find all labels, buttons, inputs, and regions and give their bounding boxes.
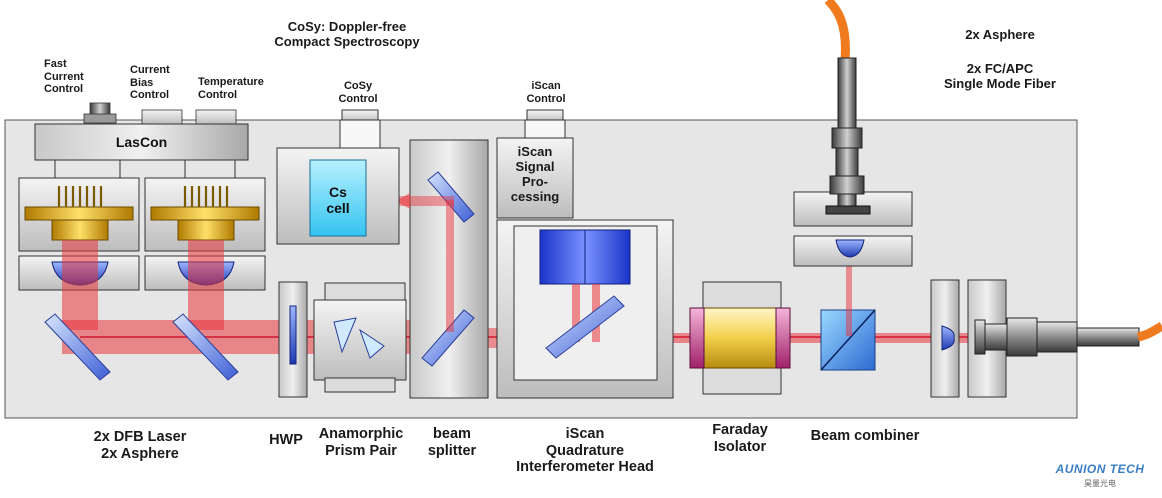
lascon-box — [34, 123, 249, 161]
cosy-control-label: CoSy Control — [338, 80, 378, 105]
cosy-box — [276, 147, 400, 245]
lascon-label: LasCon — [115, 134, 168, 150]
cosy-title: CoSy: Doppler-free Compact Spectroscopy — [274, 19, 420, 49]
beam-splitter-label: beam splitter — [427, 426, 477, 459]
steering-mirror-1 — [44, 313, 111, 381]
dfb-laser-1 — [18, 177, 140, 252]
prism-pair-label: Anamorphic Prism Pair — [318, 426, 404, 459]
iscan-head — [496, 219, 674, 399]
hwp-mount — [278, 281, 308, 398]
upper-fc-apc-connector — [825, 57, 871, 215]
fast-current-connector — [83, 102, 117, 124]
upper-fiber — [824, 0, 850, 61]
iscan-control-connector — [524, 109, 566, 139]
fast-current-label: Fast Current Control — [44, 58, 84, 96]
right-fc-apc-connector — [974, 317, 1140, 357]
brand-logo: AUNION TECH — [1055, 462, 1145, 476]
current-bias-label: Current Bias Control — [130, 64, 170, 102]
cs-cell-label: Cs cell — [326, 184, 350, 217]
prism-pair-mount — [313, 282, 407, 393]
right-fiber — [1136, 322, 1162, 342]
faraday-isolator — [689, 281, 791, 395]
faraday-label: Faraday Isolator — [712, 422, 768, 455]
temperature-connector — [195, 109, 237, 125]
beam-splitter-mount — [409, 139, 489, 399]
cosy-control-connector — [339, 109, 381, 151]
fiber-top-label: 2x FC/APC Single Mode Fiber — [944, 61, 1056, 91]
iscan-signal-label: iScan Signal Pro- cessing — [510, 144, 560, 204]
hwp-label: HWP — [269, 432, 303, 448]
iscan-head-label: iScan Quadrature Interferometer Head — [516, 426, 654, 476]
steering-mirror-2 — [172, 313, 239, 381]
dfb-laser-label: 2x DFB Laser 2x Asphere — [93, 429, 187, 462]
brand-subtitle: 昊量光电 — [1084, 479, 1116, 488]
current-bias-connector — [141, 109, 183, 125]
iscan-control-label: iScan Control — [526, 80, 566, 105]
upper-asphere-mount — [793, 235, 913, 267]
asphere-top-label: 2x Asphere — [965, 27, 1035, 42]
iscan-signal-box — [496, 137, 574, 219]
right-asphere-mount — [930, 279, 960, 398]
temperature-label: Temperature Control — [198, 76, 264, 101]
beam-combiner-label: Beam combiner — [810, 428, 920, 444]
